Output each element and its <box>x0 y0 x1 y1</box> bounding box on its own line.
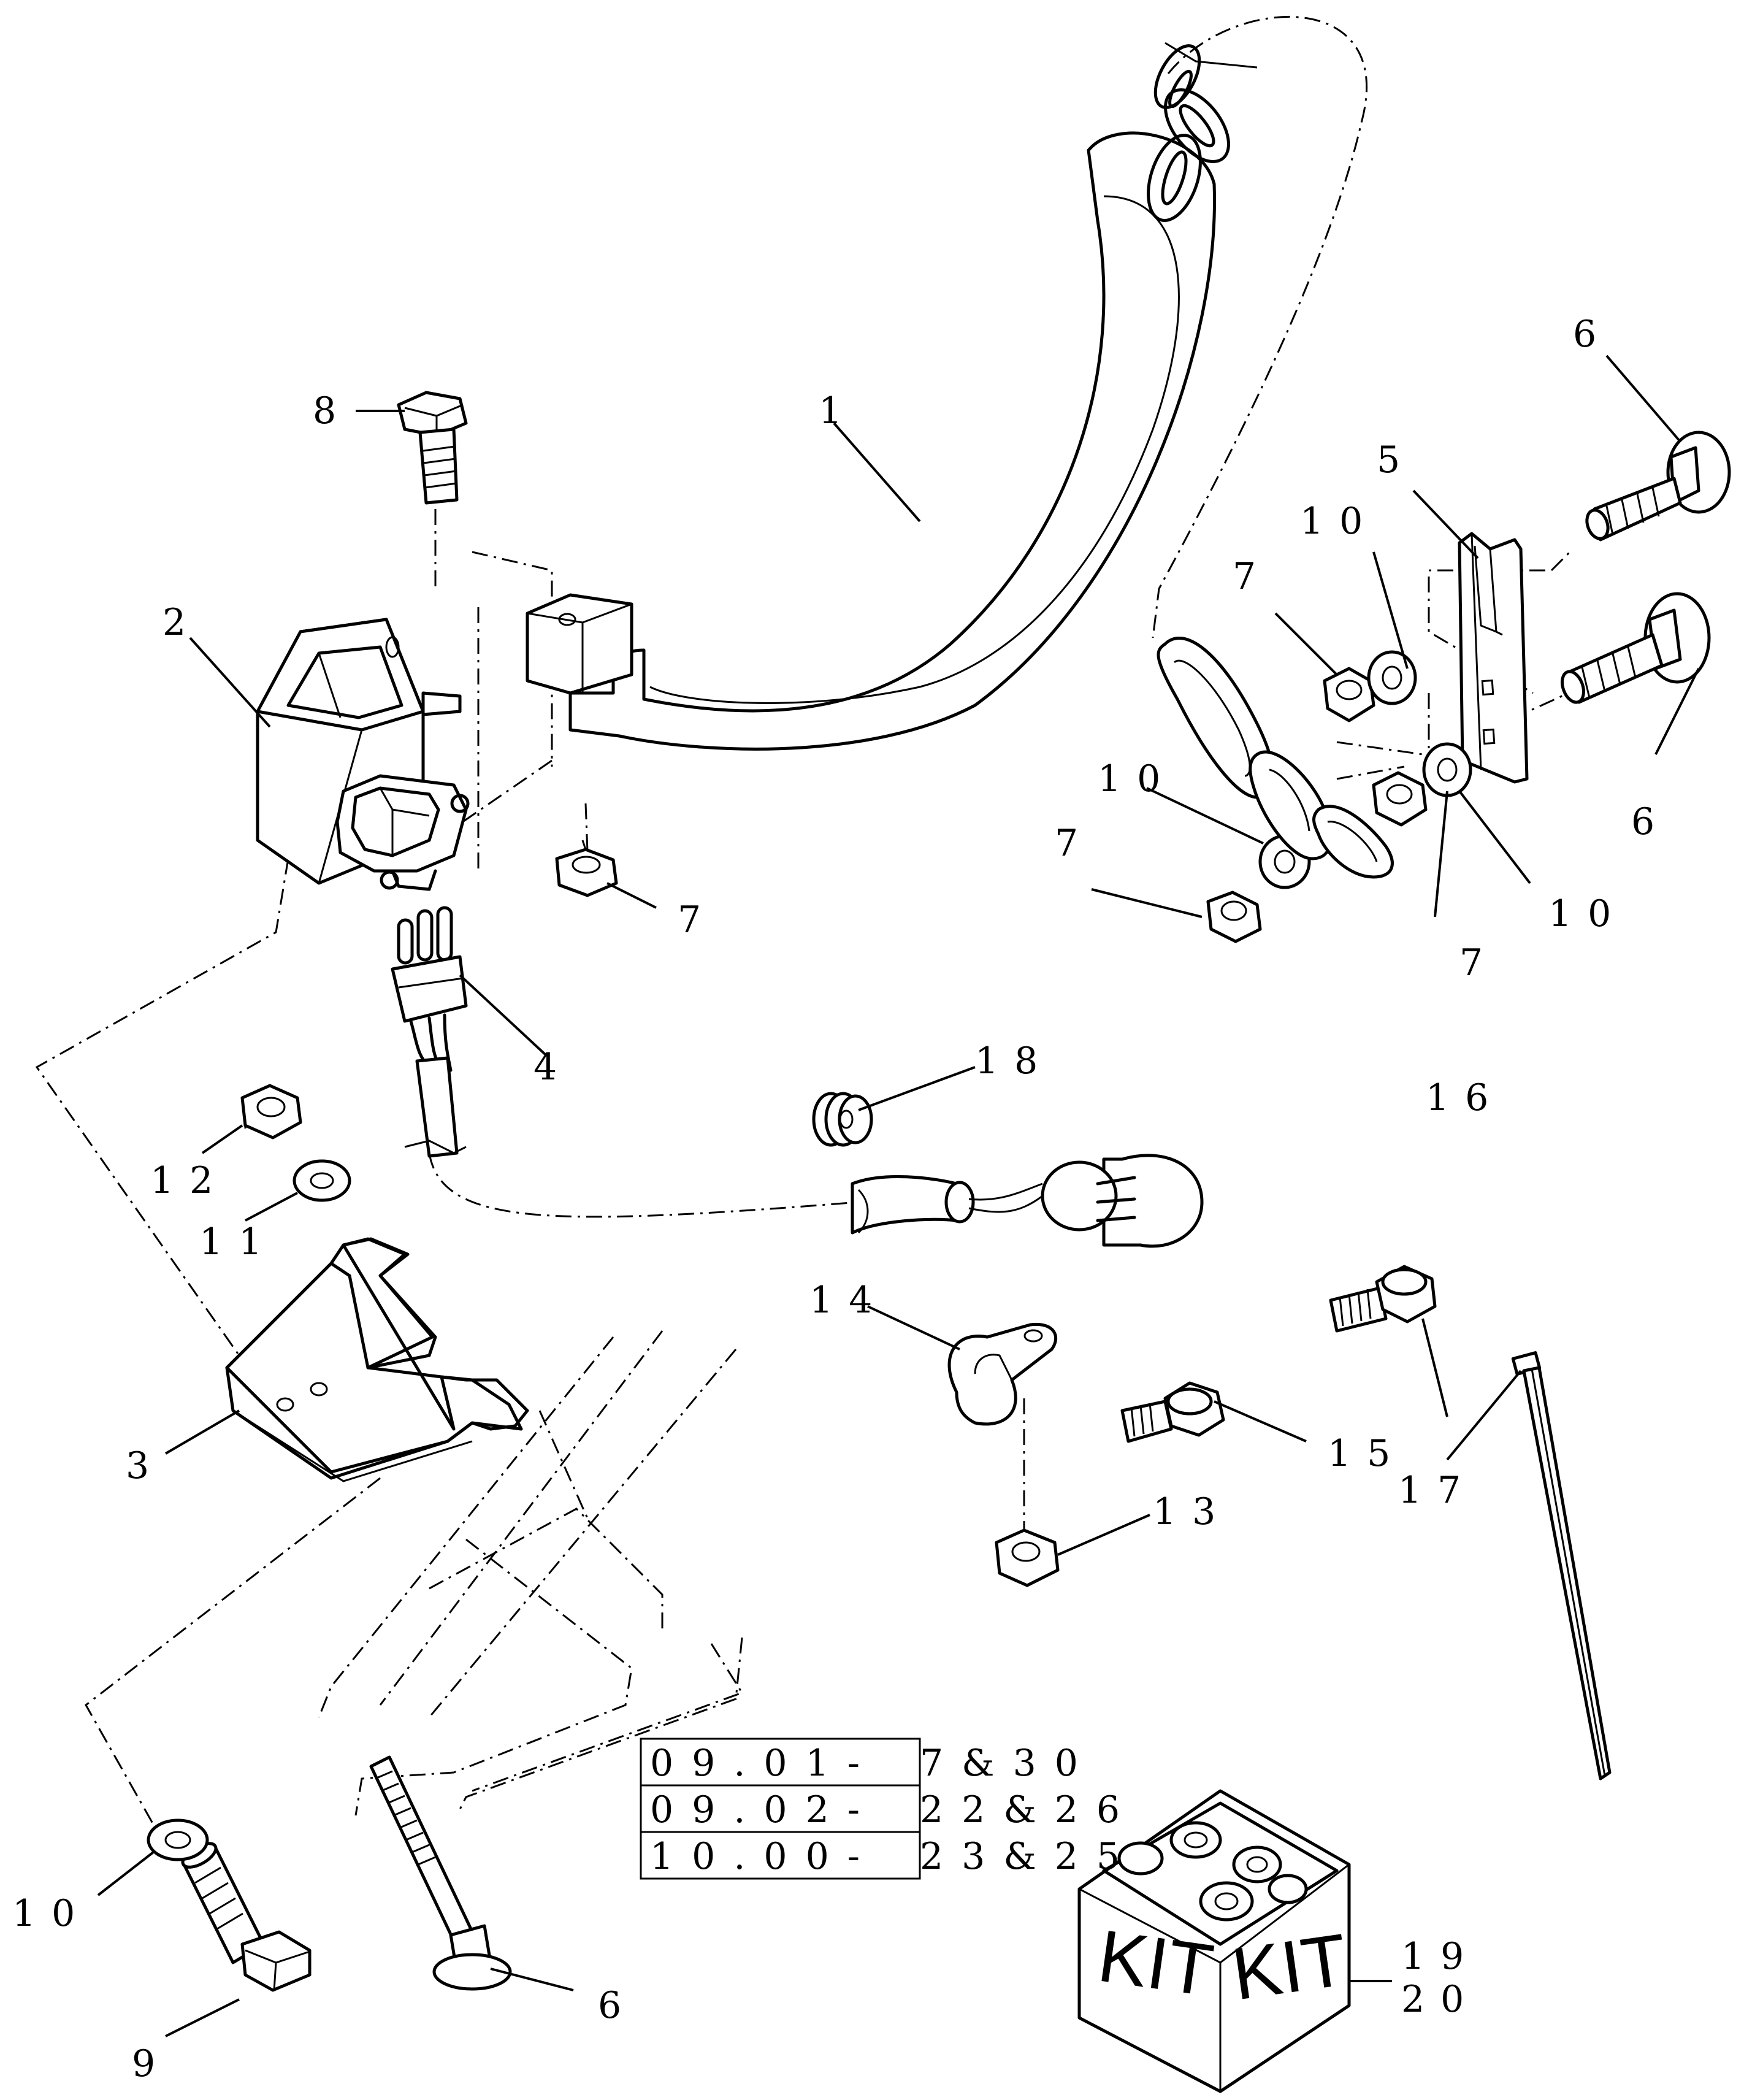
flat-washer-part-10-b <box>1422 742 1472 797</box>
hex-bolt-part-8 <box>397 391 468 505</box>
callout-10-right: 10 <box>1548 892 1627 935</box>
ref-row-1-section: 09.01- <box>650 1742 878 1785</box>
leader-lines <box>97 354 1700 2037</box>
callout-8: 8 <box>313 389 352 432</box>
hex-nut-part-7-a <box>555 848 618 897</box>
callout-5: 5 <box>1377 439 1416 481</box>
ref-row-1-figures: 7&30 <box>920 1742 1096 1785</box>
callout-20: 20 <box>1401 1978 1480 2021</box>
callout-9: 9 <box>132 2042 171 2085</box>
hex-nut-part-12 <box>240 1084 302 1140</box>
ref-row-2-section: 09.02- <box>650 1788 878 1831</box>
kit-box-right-label: KIT <box>1227 1918 1352 2016</box>
callout-13: 13 <box>1153 1490 1231 1533</box>
wire-connector-part-4 <box>391 906 468 1158</box>
flat-washer-part-10-a <box>1367 650 1417 705</box>
callout-12: 12 <box>150 1159 229 1202</box>
callout-7-lower: 7 <box>1459 941 1499 984</box>
callout-3: 3 <box>126 1444 165 1487</box>
phantom-lines <box>35 16 1583 1847</box>
kit-box-left-label: KIT <box>1093 1915 1218 2012</box>
chain-links <box>1157 637 1394 879</box>
lock-washer-part-11 <box>293 1159 351 1202</box>
callout-11: 11 <box>199 1221 278 1263</box>
callout-10-upper: 10 <box>1300 500 1379 543</box>
carriage-bolt-part-6-bottom <box>369 1755 512 1991</box>
callout-14: 14 <box>809 1279 888 1322</box>
callout-19: 19 <box>1401 1935 1480 1978</box>
striker-plate-part-5 <box>1458 532 1529 784</box>
hex-nut-part-7-d <box>1206 891 1262 943</box>
ref-row-3-section: 10.00- <box>650 1835 878 1878</box>
latch-strap-part-1 <box>526 42 1258 751</box>
callout-7-upper: 7 <box>1233 555 1272 598</box>
carriage-bolt-part-6-middle <box>1561 592 1711 704</box>
callout-6-middle: 6 <box>1631 800 1670 843</box>
callout-7-left: 7 <box>1055 822 1094 865</box>
callout-6-bottom: 6 <box>598 1984 637 2027</box>
hex-nut-part-13 <box>995 1528 1060 1587</box>
screw-part-16 <box>1329 1265 1437 1333</box>
callout-2: 2 <box>163 601 202 644</box>
callout-16: 16 <box>1426 1076 1504 1119</box>
screw-part-15 <box>1120 1381 1225 1443</box>
callout-10-left: 10 <box>1098 757 1176 800</box>
cable-tie-part-17 <box>1511 1351 1612 1780</box>
callout-15: 15 <box>1328 1432 1406 1475</box>
grommet-part-18 <box>812 1092 873 1147</box>
callout-4: 4 <box>534 1046 573 1089</box>
p-clamp-part-14 <box>947 1322 1058 1426</box>
ref-row-2-figures: 22&26 <box>920 1788 1138 1831</box>
flat-washer-part-10-d <box>147 1818 209 1861</box>
callout-numbers: 1 2 3 4 5 6 6 6 7 7 7 7 8 9 10 10 10 10 … <box>12 313 1670 2085</box>
parts-kit-box-part-19-20: KIT KIT <box>1077 1789 1352 2093</box>
callout-10-bottom: 10 <box>12 1892 91 1935</box>
hex-nut-part-7-b <box>1323 667 1375 722</box>
sensor-housing-part-2 <box>256 618 470 891</box>
hex-nut-part-7-c <box>1372 771 1428 827</box>
callout-1: 1 <box>819 389 858 432</box>
carriage-bolt-part-6-top <box>1585 431 1731 542</box>
sensor-probe-assembly <box>851 1154 1204 1248</box>
callout-18: 18 <box>975 1040 1054 1083</box>
callout-7-housing: 7 <box>678 899 717 941</box>
ref-row-3-figures: 23&25 <box>920 1835 1138 1878</box>
mounting-bracket-part-3 <box>225 1237 529 1482</box>
cross-reference-table: 09.01- 7&30 09.02- 22&26 10.00- 23&25 <box>640 1738 1138 1880</box>
callout-6-top: 6 <box>1573 313 1612 356</box>
hex-bolt-part-9 <box>181 1842 312 1992</box>
callout-17: 17 <box>1398 1469 1477 1512</box>
